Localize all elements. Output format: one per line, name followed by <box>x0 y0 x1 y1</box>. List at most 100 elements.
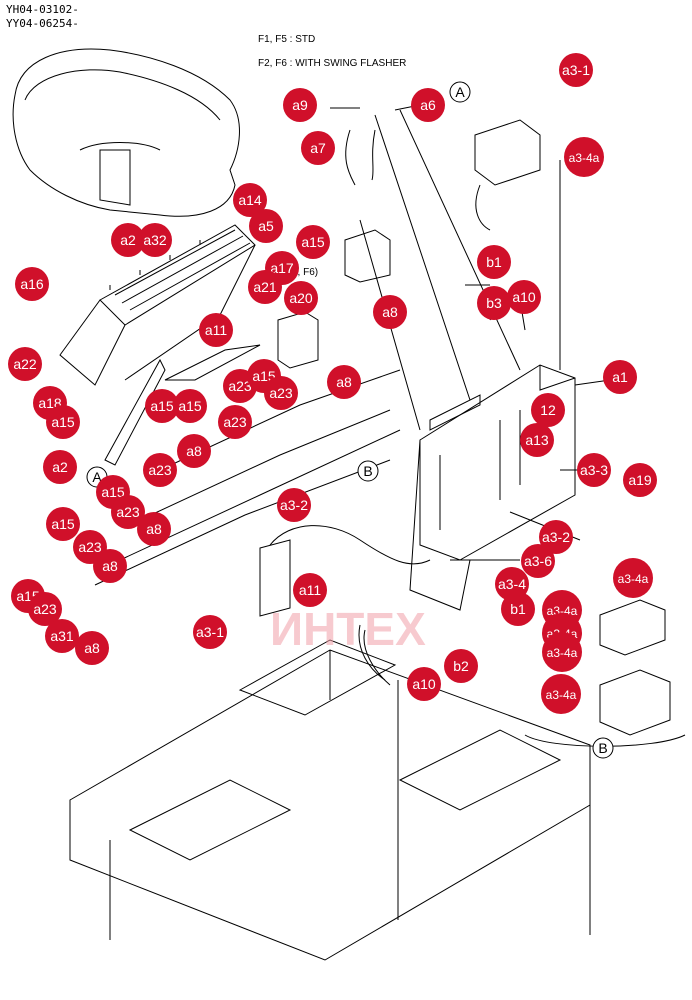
part-badge <box>531 393 565 427</box>
part-badge <box>296 225 330 259</box>
part-label: a23 <box>116 504 140 520</box>
f2-f6-note-inline: 2, F6) <box>292 267 318 278</box>
part-badge <box>293 573 327 607</box>
part-label: b2 <box>453 658 469 674</box>
part-badge <box>93 549 127 583</box>
part-badge <box>501 592 535 626</box>
part-badge <box>249 209 283 243</box>
cable-drawing <box>269 129 491 686</box>
part-badge <box>137 512 171 546</box>
part-label: a1 <box>612 369 628 385</box>
part-badge <box>301 131 335 165</box>
part-label: a31 <box>50 628 74 644</box>
part-label: a8 <box>336 374 352 390</box>
part-label: a14 <box>238 192 262 208</box>
part-label: a13 <box>525 432 549 448</box>
part-label: a23 <box>228 378 252 394</box>
part-badge <box>283 88 317 122</box>
part-label: a3-2 <box>542 529 570 545</box>
part-badge <box>507 280 541 314</box>
part-label: a3-1 <box>562 62 590 78</box>
part-label: a32 <box>143 232 167 248</box>
part-badge <box>477 286 511 320</box>
part-badge <box>444 649 478 683</box>
part-label: a8 <box>186 443 202 459</box>
part-label: a15 <box>51 516 75 532</box>
seat-drawing <box>12 48 240 217</box>
part-label: a15 <box>301 234 325 250</box>
part-badge <box>173 389 207 423</box>
part-badge <box>564 137 604 177</box>
part-label: a22 <box>13 356 37 372</box>
leader-lines <box>330 104 611 920</box>
part-label: a23 <box>269 385 293 401</box>
line-drawing <box>12 48 686 961</box>
note-f1-f5: F1, F5 : STD <box>258 34 316 45</box>
part-label: a15 <box>178 398 202 414</box>
part-label: a6 <box>420 97 436 113</box>
view-marker <box>357 460 379 482</box>
part-label: a23 <box>33 601 57 617</box>
part-badge <box>138 223 172 257</box>
part-badge <box>411 88 445 122</box>
part-badge <box>45 619 79 653</box>
heatsink-drawing <box>59 224 256 386</box>
part-badge <box>145 389 179 423</box>
part-label: a3-4a <box>569 151 600 165</box>
base-plate-drawing <box>69 639 591 961</box>
part-label: a7 <box>310 140 326 156</box>
part-badge <box>284 281 318 315</box>
part-label: a23 <box>78 539 102 555</box>
part-badge <box>46 405 80 439</box>
serial-number-1: YH04-03102- <box>6 3 79 16</box>
part-badge <box>613 558 653 598</box>
part-label: b1 <box>510 601 526 617</box>
part-badge <box>520 423 554 457</box>
part-badge <box>407 667 441 701</box>
part-badge <box>111 223 145 257</box>
view-marker-label: A <box>455 84 465 100</box>
part-badge <box>373 295 407 329</box>
part-label: a2 <box>120 232 136 248</box>
part-label: a15 <box>150 398 174 414</box>
part-badge <box>15 267 49 301</box>
part-label: a15 <box>51 414 75 430</box>
part-badge <box>559 53 593 87</box>
watermark: ИНТЕХ <box>270 603 426 655</box>
part-label: a3-4a <box>618 572 649 586</box>
part-badge <box>218 405 252 439</box>
serial-number-2: YY04-06254- <box>6 17 79 30</box>
part-label: a3-6 <box>524 553 552 569</box>
main-bracket-drawing <box>409 364 576 611</box>
part-label: a15 <box>252 368 276 384</box>
part-badge <box>542 632 582 672</box>
part-badge <box>541 674 581 714</box>
part-label: a20 <box>289 290 313 306</box>
part-label: a3-4 <box>498 576 526 592</box>
part-label: a15 <box>101 484 125 500</box>
part-badge <box>111 495 145 529</box>
part-label: a8 <box>146 521 162 537</box>
view-marker-label: B <box>363 463 372 479</box>
part-label: a21 <box>253 279 277 295</box>
part-label: a8 <box>102 558 118 574</box>
part-badge <box>264 376 298 410</box>
part-label: a11 <box>299 582 322 598</box>
part-label: a19 <box>628 472 652 488</box>
view-marker <box>592 737 614 759</box>
part-label: a3-4a <box>546 688 577 702</box>
part-label: a10 <box>412 676 436 692</box>
part-label: a3-4a <box>547 646 578 660</box>
part-label: a8 <box>382 304 398 320</box>
part-badge <box>539 520 573 554</box>
part-label: a8 <box>84 640 100 656</box>
part-label: a11 <box>205 322 228 338</box>
view-marker <box>449 81 471 103</box>
part-badge <box>46 507 80 541</box>
part-label: a3-2 <box>280 497 308 513</box>
view-marker-label: B <box>598 740 607 756</box>
part-label: a3-1 <box>196 624 224 640</box>
part-badge <box>233 183 267 217</box>
part-badge <box>75 631 109 665</box>
